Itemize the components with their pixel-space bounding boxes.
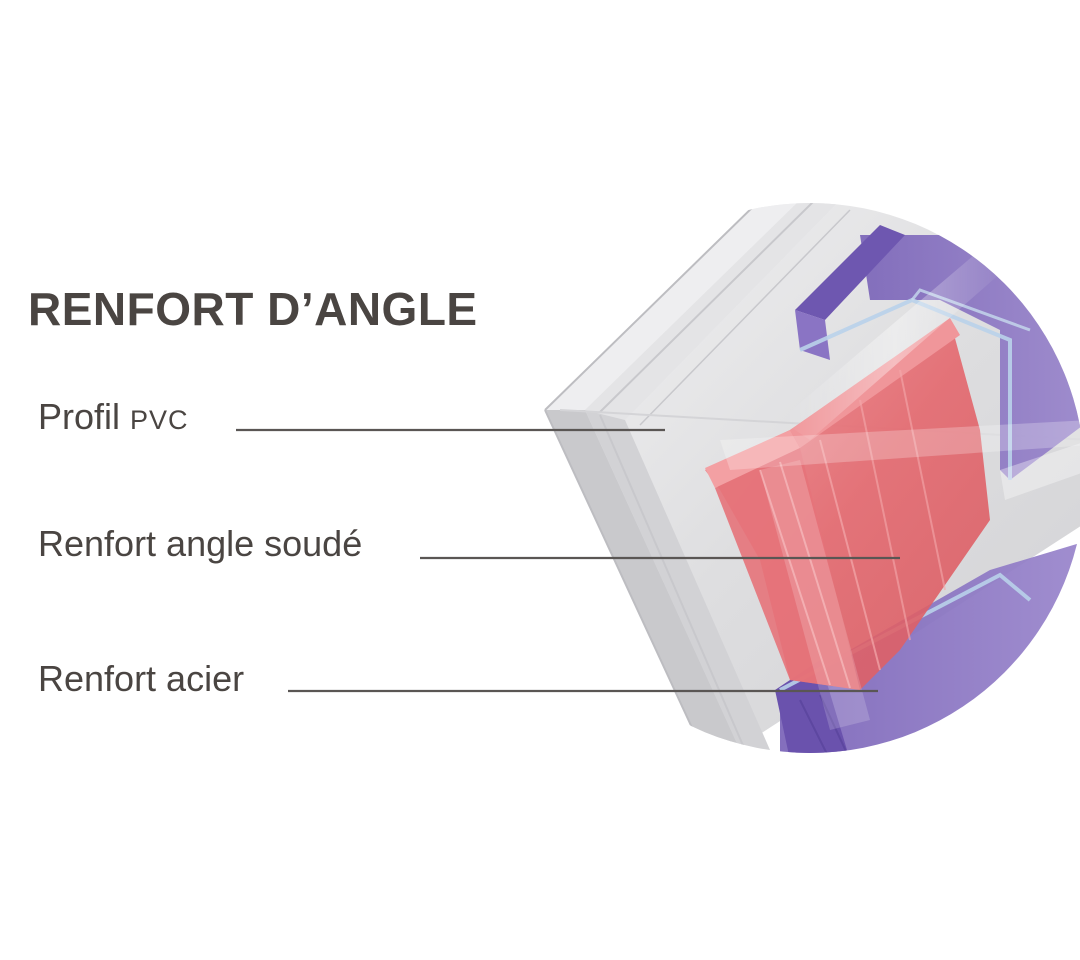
label-steel-reinforcement: Renfort acier <box>38 658 245 699</box>
cutaway-view <box>535 203 1080 753</box>
label-pvc-suffix: PVC <box>130 405 189 435</box>
leader-lines <box>236 428 900 693</box>
label-pvc-main: Profil <box>38 396 131 437</box>
translucent-highlights <box>720 250 1080 730</box>
label-pvc-profile: Profil PVC <box>38 396 189 438</box>
diagram-title: RENFORT D’ANGLE <box>28 283 478 335</box>
label-welded-reinforcement: Renfort angle soudé <box>38 523 363 564</box>
